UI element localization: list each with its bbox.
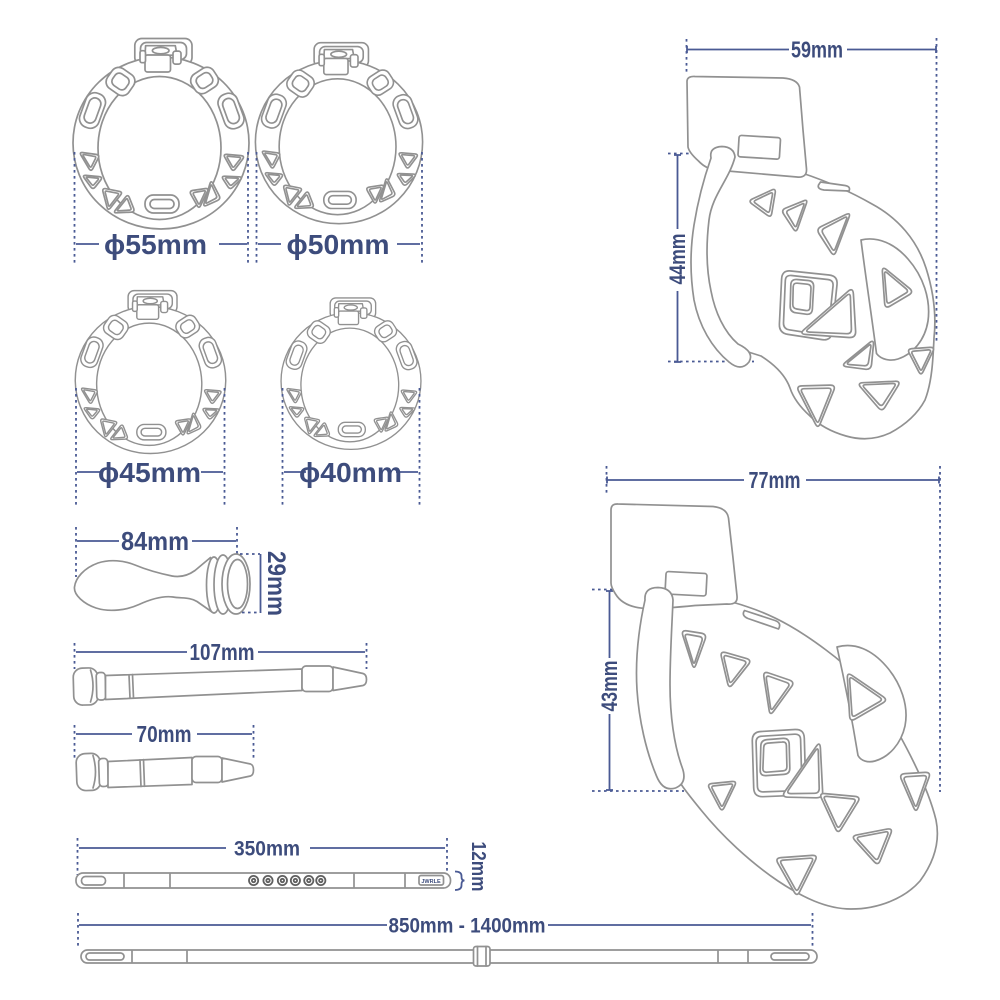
svg-text:43mm: 43mm <box>597 661 622 712</box>
svg-text:850mm - 1400mm: 850mm - 1400mm <box>389 914 546 937</box>
svg-text:ϕ55mm: ϕ55mm <box>104 229 207 260</box>
svg-text:77mm: 77mm <box>749 467 801 493</box>
svg-text:59mm: 59mm <box>791 37 843 63</box>
svg-text:107mm: 107mm <box>190 639 255 665</box>
svg-text:84mm: 84mm <box>121 526 189 556</box>
svg-text:29mm: 29mm <box>262 551 290 616</box>
svg-text:44mm: 44mm <box>665 234 690 285</box>
svg-text:70mm: 70mm <box>137 721 192 747</box>
svg-text:JWRLE: JWRLE <box>421 879 441 885</box>
svg-text:12mm: 12mm <box>467 842 489 892</box>
svg-text:ϕ50mm: ϕ50mm <box>287 229 390 260</box>
svg-text:350mm: 350mm <box>234 837 300 861</box>
svg-text:ϕ40mm: ϕ40mm <box>299 457 402 488</box>
svg-text:ϕ45mm: ϕ45mm <box>98 457 201 488</box>
